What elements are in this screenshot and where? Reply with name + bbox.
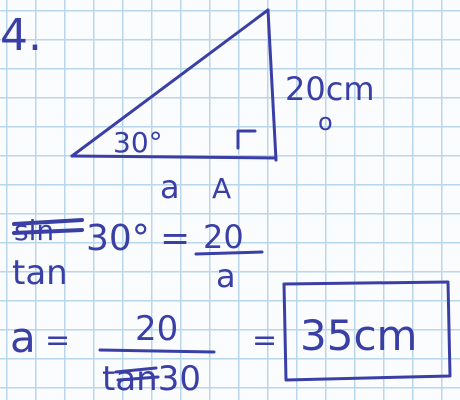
hypotenuse xyxy=(70,8,270,158)
denominator-scribble xyxy=(114,366,160,382)
side-opposite-note: o xyxy=(318,108,333,136)
strike-line-1 xyxy=(12,218,84,226)
equation-2: a = 20 tan30 = 35cm xyxy=(10,280,452,399)
problem-number: 4. xyxy=(0,10,42,61)
equals-sign-2: = xyxy=(45,323,70,358)
angle-value: 30° xyxy=(86,218,150,259)
right-triangle xyxy=(70,8,278,162)
equation-1: sin tan 30° = 20 a xyxy=(12,214,264,295)
equals-sign-1: = xyxy=(160,218,190,259)
fraction-bar-2 xyxy=(98,348,216,354)
lhs-variable: a xyxy=(10,313,36,362)
answer-box xyxy=(282,280,452,382)
side-adjacent-label: a xyxy=(160,168,180,206)
side-opposite-label: 20cm xyxy=(285,70,374,108)
fraction-numerator-1: 20 xyxy=(203,218,244,256)
strike-line-2 xyxy=(12,228,84,235)
opposite-side xyxy=(266,8,278,162)
trig-function: tan xyxy=(12,253,68,293)
equals-sign-3: = xyxy=(252,323,277,358)
fraction-numerator-2: 20 xyxy=(135,309,178,349)
fraction-denominator-1: a xyxy=(216,257,236,295)
fraction-denominator-2: tan30 xyxy=(102,359,201,399)
fraction-bar-1 xyxy=(194,250,264,256)
adjacent-side xyxy=(70,154,278,160)
side-adjacent-note: A xyxy=(212,172,231,205)
angle-label: 30° xyxy=(113,126,163,159)
right-angle-marker xyxy=(236,129,257,150)
answer-value: 35cm xyxy=(300,311,417,360)
